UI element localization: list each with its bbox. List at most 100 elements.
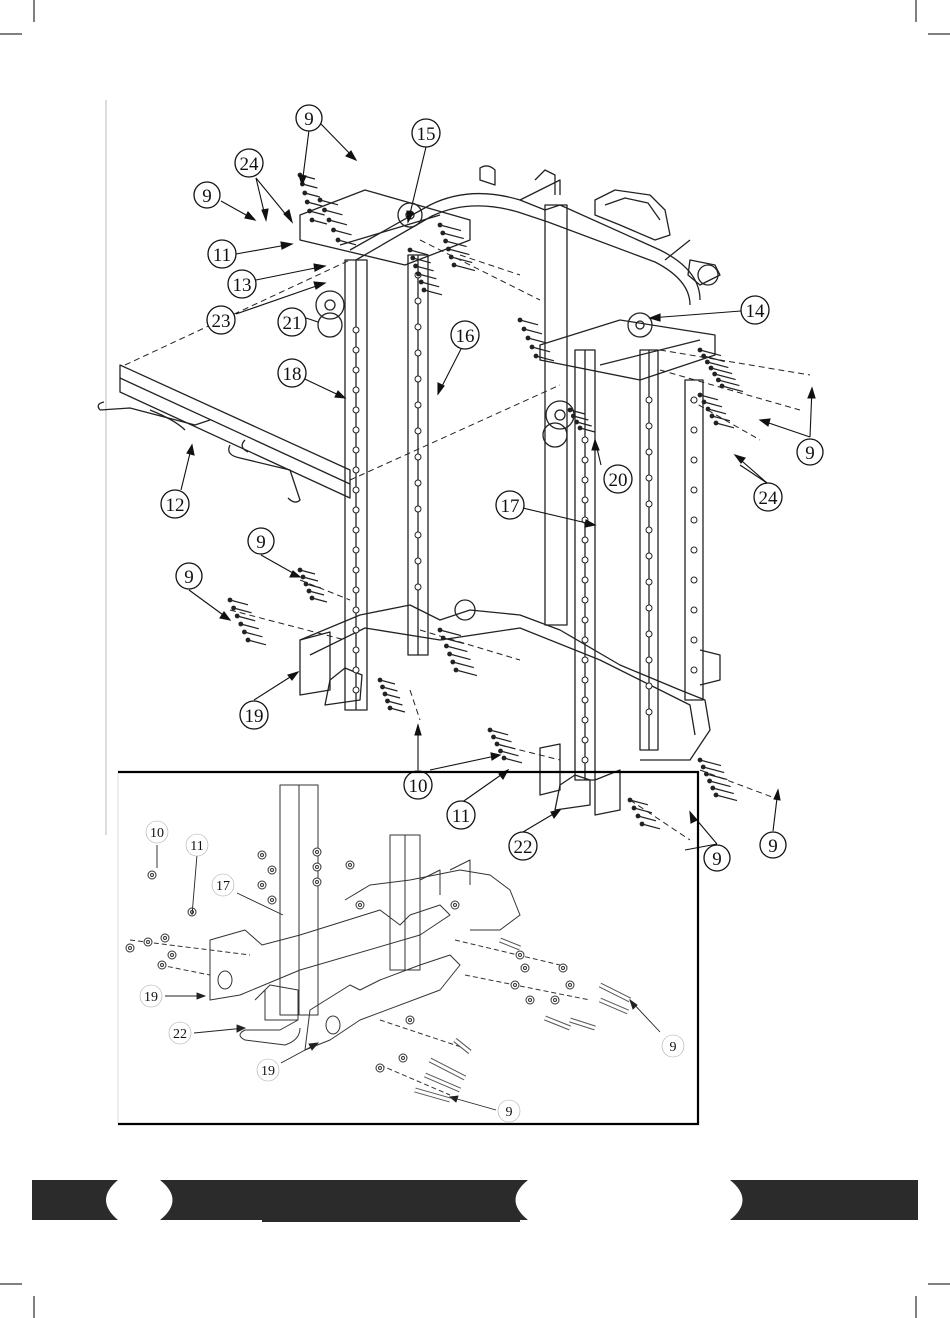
callout-23: 23	[207, 306, 235, 334]
bolt-head	[632, 806, 636, 810]
bolt	[528, 338, 546, 343]
callout-9-text: 9	[805, 443, 815, 464]
callout-9-text: 9	[304, 109, 314, 130]
upright-hole	[582, 557, 588, 563]
detail-callout-22: 22	[169, 1022, 191, 1044]
upright-hole	[582, 717, 588, 723]
bolt-head	[441, 636, 445, 640]
detail-callout-22-text: 22	[173, 1027, 187, 1042]
upright-hole	[646, 475, 652, 481]
bolt-head	[495, 742, 499, 746]
bolt-head	[298, 568, 302, 572]
upright-hole	[691, 397, 697, 403]
bolt-head	[301, 575, 305, 579]
nut-hole	[271, 899, 274, 902]
bolt-head	[534, 354, 538, 358]
callout-9-text: 9	[712, 849, 722, 870]
upright-hole	[582, 757, 588, 763]
bolt-head	[711, 786, 715, 790]
upright-hole	[353, 667, 359, 673]
bolt	[704, 402, 722, 407]
detail-callout-11: 11	[186, 834, 208, 856]
upright-hole	[353, 367, 359, 373]
callout-9: 9	[704, 845, 730, 871]
bolt-head	[422, 288, 426, 292]
callout-20: 20	[604, 465, 632, 493]
callout-15: 15	[412, 119, 440, 147]
bolt-head	[411, 256, 415, 260]
upright-hole	[582, 677, 588, 683]
bolt	[443, 233, 464, 239]
nut-hole	[529, 999, 532, 1002]
upright-hole	[353, 527, 359, 533]
detail-callout-10-text: 10	[150, 826, 164, 841]
bolt-head	[417, 272, 421, 276]
bolt-head	[448, 652, 452, 656]
nut-hole	[454, 904, 457, 907]
nut-hole	[359, 904, 362, 907]
bolt-head	[636, 814, 640, 818]
bolt	[504, 758, 522, 763]
upright-hole	[415, 454, 421, 460]
footer-banner	[32, 1180, 950, 1222]
callout-24-text: 24	[759, 488, 779, 509]
bolt-head	[452, 263, 456, 267]
bolt-shaft-inner	[430, 1060, 465, 1078]
bolt-head	[706, 360, 710, 364]
callout-23-text: 23	[212, 311, 231, 332]
callout-17: 17	[496, 491, 524, 519]
upright-hole	[415, 402, 421, 408]
bolt-head	[327, 218, 331, 222]
nut-hole	[261, 854, 264, 857]
bolt-head	[239, 622, 243, 626]
callout-9: 9	[176, 563, 202, 589]
bolt-head	[522, 327, 526, 331]
detail-callout-19-text: 19	[261, 1064, 275, 1079]
callout-13-text: 13	[233, 275, 252, 296]
upright-hole	[691, 427, 697, 433]
nut-hole	[554, 999, 557, 1002]
bolt-head	[304, 582, 308, 586]
upright-hole	[353, 607, 359, 613]
bolt-head	[640, 822, 644, 826]
bolt	[237, 616, 255, 621]
nut-hole	[164, 937, 167, 940]
bolt	[440, 630, 461, 636]
upright-hole	[691, 577, 697, 583]
upright-hole	[353, 407, 359, 413]
bolt-head	[388, 706, 392, 710]
upright-hole	[691, 517, 697, 523]
bolt-head	[575, 420, 579, 424]
bolt-head	[383, 692, 387, 696]
bolt-head	[492, 735, 496, 739]
nut-hole	[519, 954, 522, 957]
upright-hole	[582, 637, 588, 643]
bolt	[329, 220, 347, 225]
callout-9: 9	[194, 182, 220, 208]
bolt-head	[709, 366, 713, 370]
bolt	[642, 824, 660, 829]
upright-hole	[646, 397, 652, 403]
bolt-shaft-inner	[425, 1075, 460, 1090]
bolt	[716, 423, 734, 428]
detail-callout-9: 9	[662, 1035, 684, 1057]
bolt-head	[414, 264, 418, 268]
nut-hole	[129, 947, 132, 950]
detail-fasteners	[126, 848, 630, 1100]
bolt-head	[698, 348, 702, 352]
bolt-head	[698, 758, 702, 762]
detail-inset: 10 11 17 19 22 19 9 9	[118, 772, 698, 1124]
upright-hole	[582, 497, 588, 503]
nut-hole	[514, 984, 517, 987]
bolt-head	[308, 209, 312, 213]
bolt-head	[499, 749, 503, 753]
bolt	[532, 347, 550, 352]
upright-hole	[646, 501, 652, 507]
nut-hole	[562, 967, 565, 970]
callout-9: 9	[248, 528, 274, 554]
callout-11-text: 11	[452, 806, 470, 827]
upright-hole	[415, 584, 421, 590]
upright-hole	[353, 547, 359, 553]
callout-21-text: 21	[283, 313, 302, 334]
